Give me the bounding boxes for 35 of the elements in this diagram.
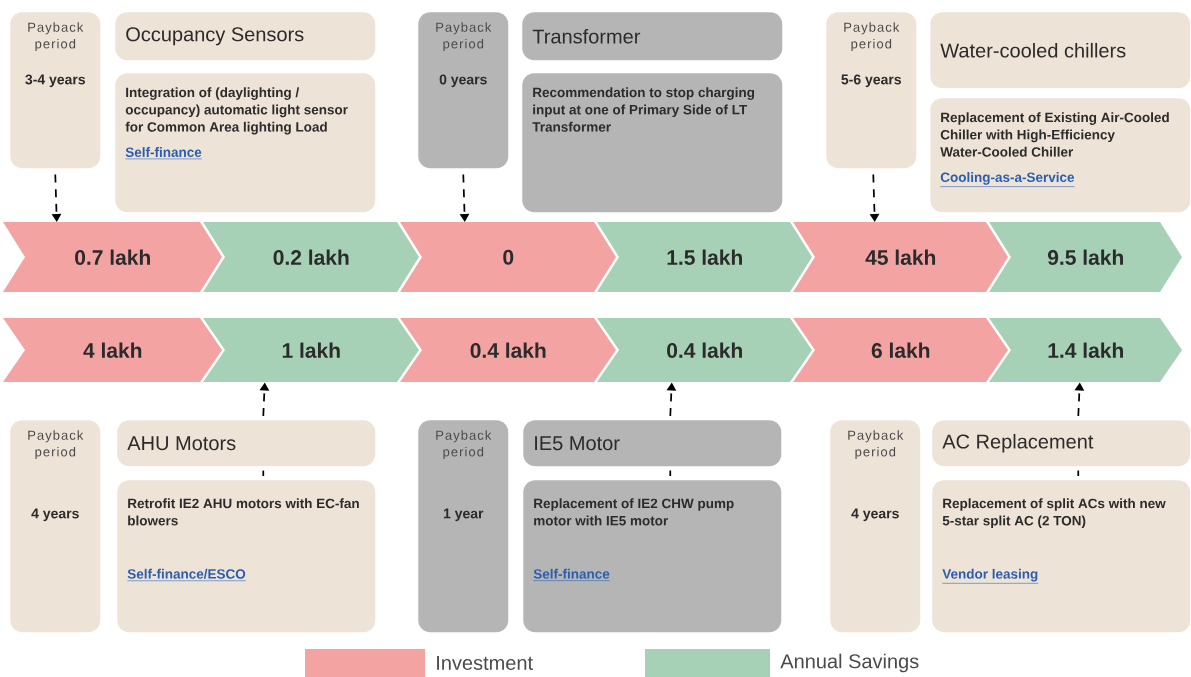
value-tag: 0 (400, 222, 616, 292)
description-box: Replacement of Existing Air-Cooled Chiller with High-Efficiency Water-Cooled Chiller Cooling-as-a-Service (930, 98, 1191, 213)
dashed-line (669, 469, 672, 477)
value-tag: 0.7 lakh (3, 222, 222, 292)
value-tag: 1 lakh (203, 318, 419, 382)
title-box: Water-cooled chillers (930, 12, 1191, 89)
value-tag: 0.4 lakh (400, 318, 616, 382)
value-tag: 1.4 lakh (989, 318, 1182, 382)
value-tag: 9.5 lakh (989, 222, 1182, 292)
description-box: Replacement of IE2 CHW pump motor with IE5 motor Self-finance (523, 480, 782, 633)
payback-box: Payback period 5-6 years (826, 12, 917, 169)
value-tag: 0.4 lakh (597, 318, 812, 382)
dashed-line (262, 469, 265, 477)
payback-box: Payback period 1 year (418, 420, 509, 633)
value-tag: 0.2 lakh (203, 222, 419, 292)
payback-box: Payback period 4 years (830, 420, 921, 633)
dashed-line (1077, 469, 1080, 477)
title-box: AHU Motors (117, 420, 376, 467)
title-box: Transformer (522, 12, 783, 61)
description-box: Replacement of split ACs with new 5-star split AC (2 TON) Vendor leasing (932, 480, 1191, 633)
payback-box: Payback period 0 years (418, 12, 509, 169)
description-box: Recommendation to stop charging input at one of Primary Side of LT Transformer (522, 73, 783, 213)
description-box: Retrofit IE2 AHU motors with EC-fan blowers Self-finance/ESCO (117, 480, 376, 633)
payback-box: Payback period 4 years (10, 420, 101, 633)
payback-box: Payback period 3-4 years (10, 12, 101, 169)
legend-label: Annual Savings (780, 653, 919, 673)
title-box: AC Replacement (932, 420, 1191, 467)
title-box: IE5 Motor (523, 420, 782, 467)
value-tag: 45 lakh (793, 222, 1008, 292)
value-tag: 6 lakh (793, 318, 1008, 382)
value-tag: 4 lakh (3, 318, 222, 382)
legend-label: Investment (437, 656, 533, 670)
description-box: Integration of (daylighting / occupancy) automatic light sensor for Common Area lighting Load Self-finance (115, 73, 376, 213)
title-box: Occupancy Sensors (115, 12, 376, 61)
value-tag: 1.5 lakh (597, 222, 812, 292)
